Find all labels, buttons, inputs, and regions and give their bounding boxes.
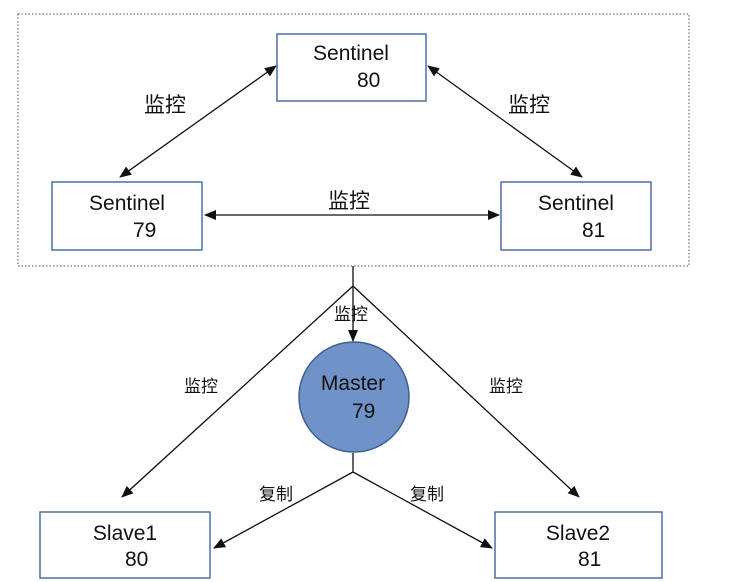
slave1-node-box bbox=[39, 511, 211, 579]
slave2-node-box bbox=[494, 511, 663, 579]
sentinel-node-81: Sentinel 81 bbox=[500, 181, 652, 251]
edge-replicate-to-slave2 bbox=[352, 471, 493, 549]
edge-monitor-s80-s81 bbox=[427, 65, 583, 178]
slave2-node-port: 81 bbox=[578, 548, 601, 571]
sentinel-node-80-port: 80 bbox=[357, 69, 380, 92]
edge-label-monitor-to-master: 监控 bbox=[334, 305, 368, 325]
edge-monitor-to-slave2 bbox=[352, 285, 580, 498]
slave1-node-port: 80 bbox=[125, 548, 148, 571]
edge-label-replicate-to-slave2: 复制 bbox=[410, 485, 444, 505]
master-node-name: Master bbox=[321, 372, 385, 395]
slave1-node-name: Slave1 bbox=[93, 522, 157, 545]
edge-replicate-to-slave1 bbox=[213, 471, 354, 549]
edge-label-replicate-to-slave1: 复制 bbox=[259, 485, 293, 505]
slave2-node: Slave2 81 bbox=[494, 511, 663, 579]
edge-label-monitor-to-slave1: 监控 bbox=[184, 377, 218, 397]
sentinel-node-79-port: 79 bbox=[133, 219, 156, 242]
sentinel-node-81-port: 81 bbox=[582, 219, 605, 242]
slave1-node: Slave1 80 bbox=[39, 511, 211, 579]
sentinel-node-81-name: Sentinel bbox=[538, 192, 614, 215]
edge-label-monitor-s79-s81: 监控 bbox=[328, 189, 370, 213]
sentinel-node-81-box bbox=[500, 181, 652, 251]
edge-monitor-s80-s79 bbox=[119, 65, 277, 178]
master-node-port: 79 bbox=[352, 400, 375, 423]
edge-label-monitor-s80-s79: 监控 bbox=[144, 93, 186, 117]
sentinel-node-80: Sentinel 80 bbox=[276, 33, 427, 102]
master-node: Master 79 bbox=[298, 341, 410, 453]
edge-monitor-to-slave1 bbox=[121, 285, 354, 498]
sentinel-node-79-box bbox=[51, 181, 203, 251]
edge-label-monitor-to-slave2: 监控 bbox=[489, 377, 523, 397]
sentinel-node-79-name: Sentinel bbox=[89, 192, 165, 215]
sentinel-node-80-name: Sentinel bbox=[313, 42, 389, 65]
edge-label-monitor-s80-s81: 监控 bbox=[508, 93, 550, 117]
master-node-circle bbox=[298, 341, 410, 453]
slave2-node-name: Slave2 bbox=[546, 522, 610, 545]
sentinel-cluster-boundary bbox=[17, 13, 690, 267]
sentinel-node-80-box bbox=[276, 33, 427, 102]
sentinel-node-79: Sentinel 79 bbox=[51, 181, 203, 251]
